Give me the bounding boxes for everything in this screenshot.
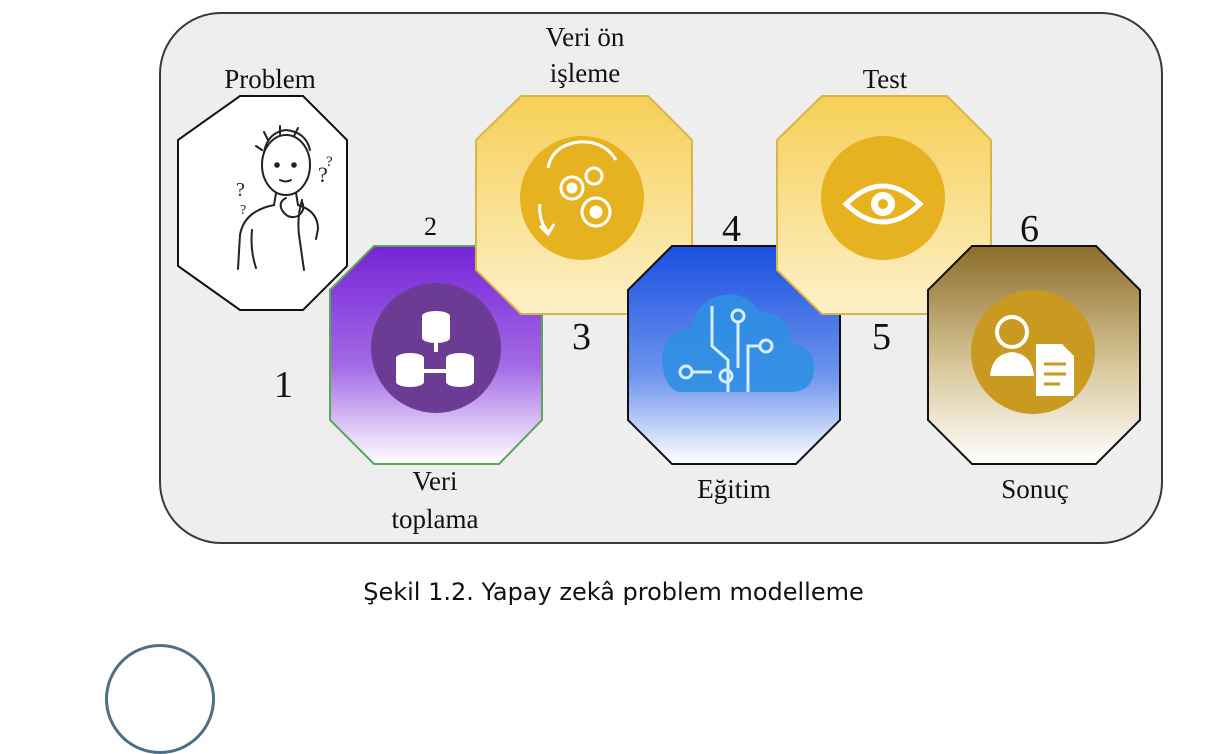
logo-arc-fragment — [105, 644, 215, 754]
step-label-veri-on-isleme-line2: işleme — [549, 58, 621, 88]
user-document-icon — [990, 315, 1074, 396]
step-label-test: Test — [862, 64, 908, 94]
eye-icon — [842, 183, 924, 225]
step-label-sonuc: Sonuç — [1001, 474, 1069, 504]
diagram-shapes: ? ? ? ? — [177, 95, 1141, 465]
problem-octagon: ? ? ? ? — [177, 95, 348, 311]
step-number-1: 1 — [274, 364, 293, 406]
step-label-veri-toplama-line1: Veri — [412, 466, 458, 496]
step-number-6: 6 — [1020, 208, 1039, 250]
user-document-icon-circle — [971, 290, 1095, 414]
svg-text:?: ? — [326, 154, 333, 170]
step-label-veri-on-isleme-line1: Veri ön — [545, 22, 625, 52]
sonuc-octagon — [927, 245, 1141, 465]
circuit-cloud-icon — [662, 294, 814, 392]
step-number-5: 5 — [872, 316, 891, 358]
database-icon — [396, 311, 474, 387]
gears-cycle-icon — [538, 140, 618, 237]
step-number-2: 2 — [424, 212, 437, 241]
step-label-egitim: Eğitim — [697, 474, 771, 504]
egitim-octagon — [627, 245, 841, 465]
figure-caption: Şekil 1.2. Yapay zekâ problem modelleme — [363, 578, 864, 606]
step-number-4: 4 — [722, 208, 741, 250]
svg-text:?: ? — [318, 162, 328, 187]
step-label-problem: Problem — [224, 64, 316, 94]
test-octagon — [776, 95, 992, 315]
confused-person-icon: ? ? ? ? — [236, 125, 333, 271]
veri-toplama-octagon — [329, 245, 543, 465]
step-number-3: 3 — [572, 316, 591, 358]
svg-text:?: ? — [240, 203, 246, 218]
step-label-veri-toplama-line2: toplama — [391, 504, 479, 534]
veri-on-isleme-octagon — [475, 95, 693, 315]
gears-icon-circle — [520, 136, 644, 260]
svg-text:?: ? — [236, 179, 245, 201]
